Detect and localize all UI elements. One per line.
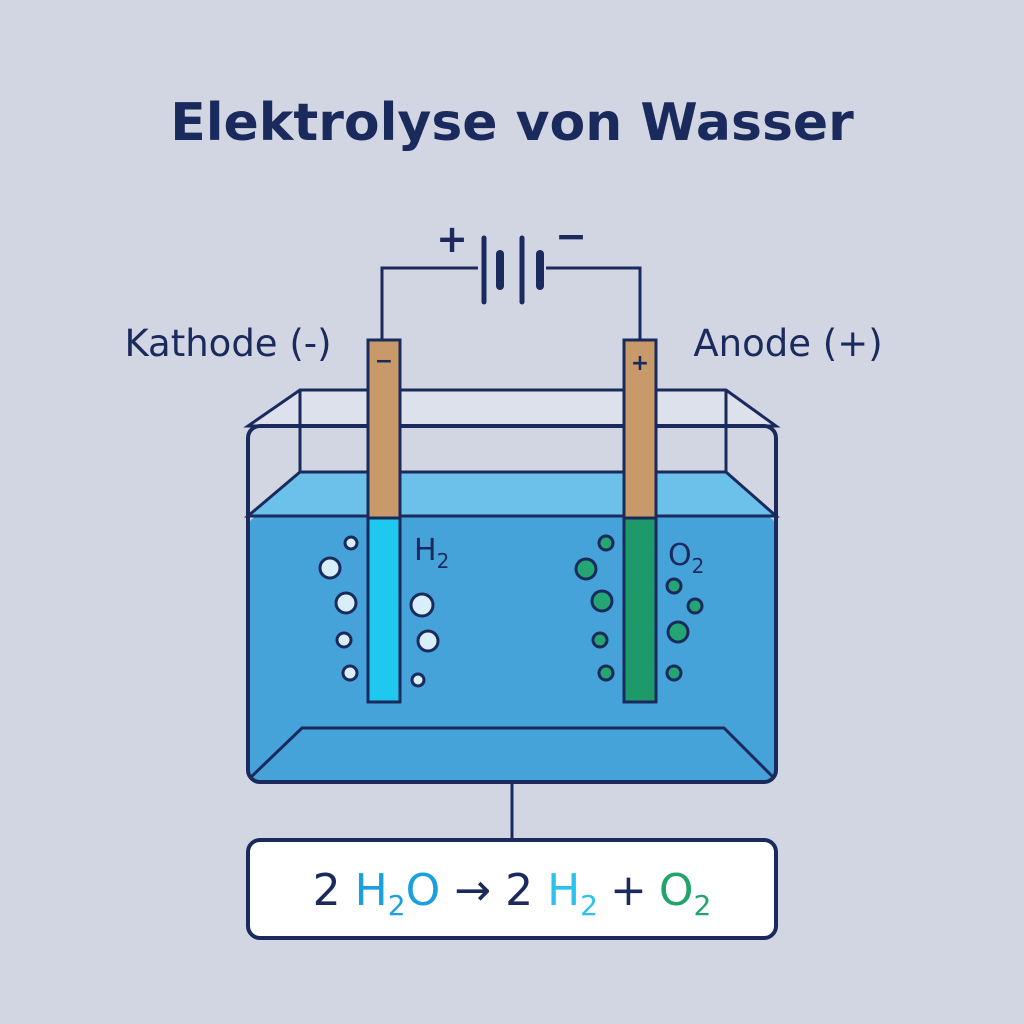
equation-box [246, 838, 778, 940]
water [243, 470, 780, 782]
oxygen-bubbles [574, 534, 704, 682]
battery-icon [481, 235, 544, 305]
anode-label: Anode (+) [693, 322, 882, 365]
diagram-title: Elektrolyse von Wasser [170, 93, 854, 153]
tank-back [243, 388, 781, 428]
oxygen-gas-label: O2 [668, 538, 704, 578]
hydrogen-gas-label: H2 [414, 533, 449, 573]
circuit-wires [380, 266, 642, 340]
cathode-terminal-sign: − [375, 349, 393, 374]
tank-outline [246, 424, 778, 784]
cathode-label: Kathode (-) [124, 322, 331, 365]
anode-electrode [622, 338, 658, 704]
battery-plus-sign: + [436, 217, 468, 261]
hydrogen-bubbles [318, 535, 440, 688]
cathode-electrode [366, 338, 402, 704]
tank-glass-edges [298, 390, 728, 472]
anode-terminal-sign: + [631, 351, 649, 376]
battery-minus-sign: − [555, 214, 587, 258]
